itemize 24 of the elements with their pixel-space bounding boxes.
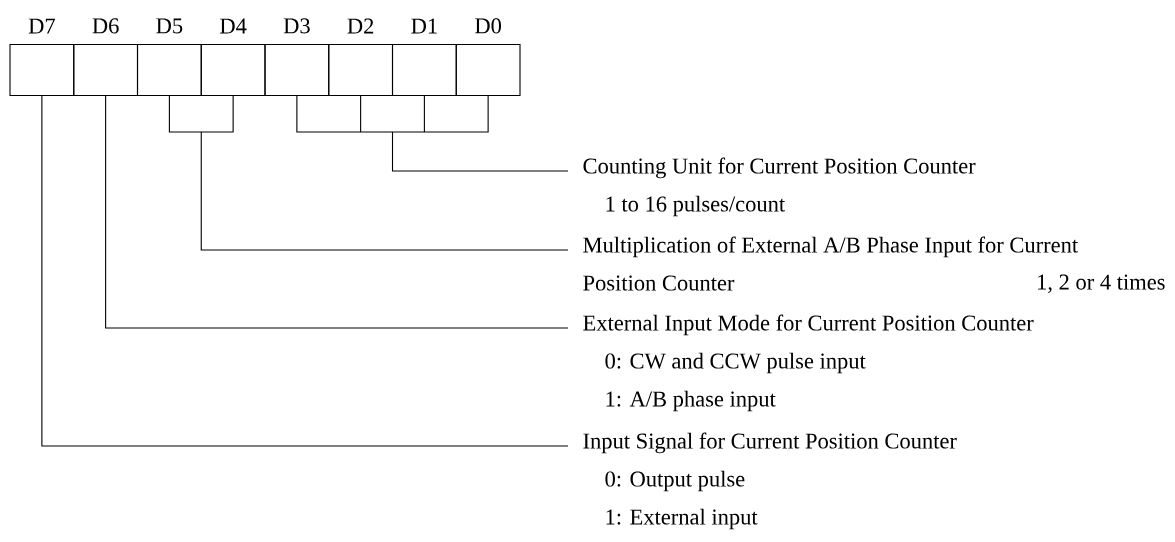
bit-cell: D5 (136, 18, 202, 97)
bit-cell: D1 (391, 18, 457, 97)
node-label: D1 (411, 18, 437, 34)
leader-line (296, 95, 569, 172)
leader-line (41, 95, 569, 447)
bit-cell: D2 (328, 18, 394, 97)
node-label: D6 (92, 18, 119, 34)
node-label: D4 (220, 18, 247, 34)
bit-cell: D3 (264, 18, 330, 97)
bit-cell: D4 (200, 18, 266, 97)
description-text: Multiplication of External A/B Phase Input for Current Position Counter 1, 2 or 4 times (583, 236, 1165, 293)
node-label: D2 (347, 18, 374, 34)
bit-cell: D7 (9, 18, 75, 97)
leader-line (105, 95, 569, 329)
leader-line (168, 95, 569, 251)
node-label: D5 (156, 18, 183, 34)
description-text: Counting Unit for Current Position Counter 1 to 16 pulses/count (583, 157, 976, 217)
description-text: Input Signal for Current Position Counter 0: Output pulse 1: External input (583, 432, 957, 530)
bit-cell: D0 (455, 18, 521, 97)
node-label: D3 (283, 18, 310, 34)
node-label: D0 (475, 18, 502, 34)
description-text: External Input Mode for Current Position Counter 0: CW and CCW pulse input 1: A/B phase input (583, 314, 1034, 412)
node-label: D7 (28, 18, 55, 34)
bit-cell: D6 (73, 18, 139, 97)
